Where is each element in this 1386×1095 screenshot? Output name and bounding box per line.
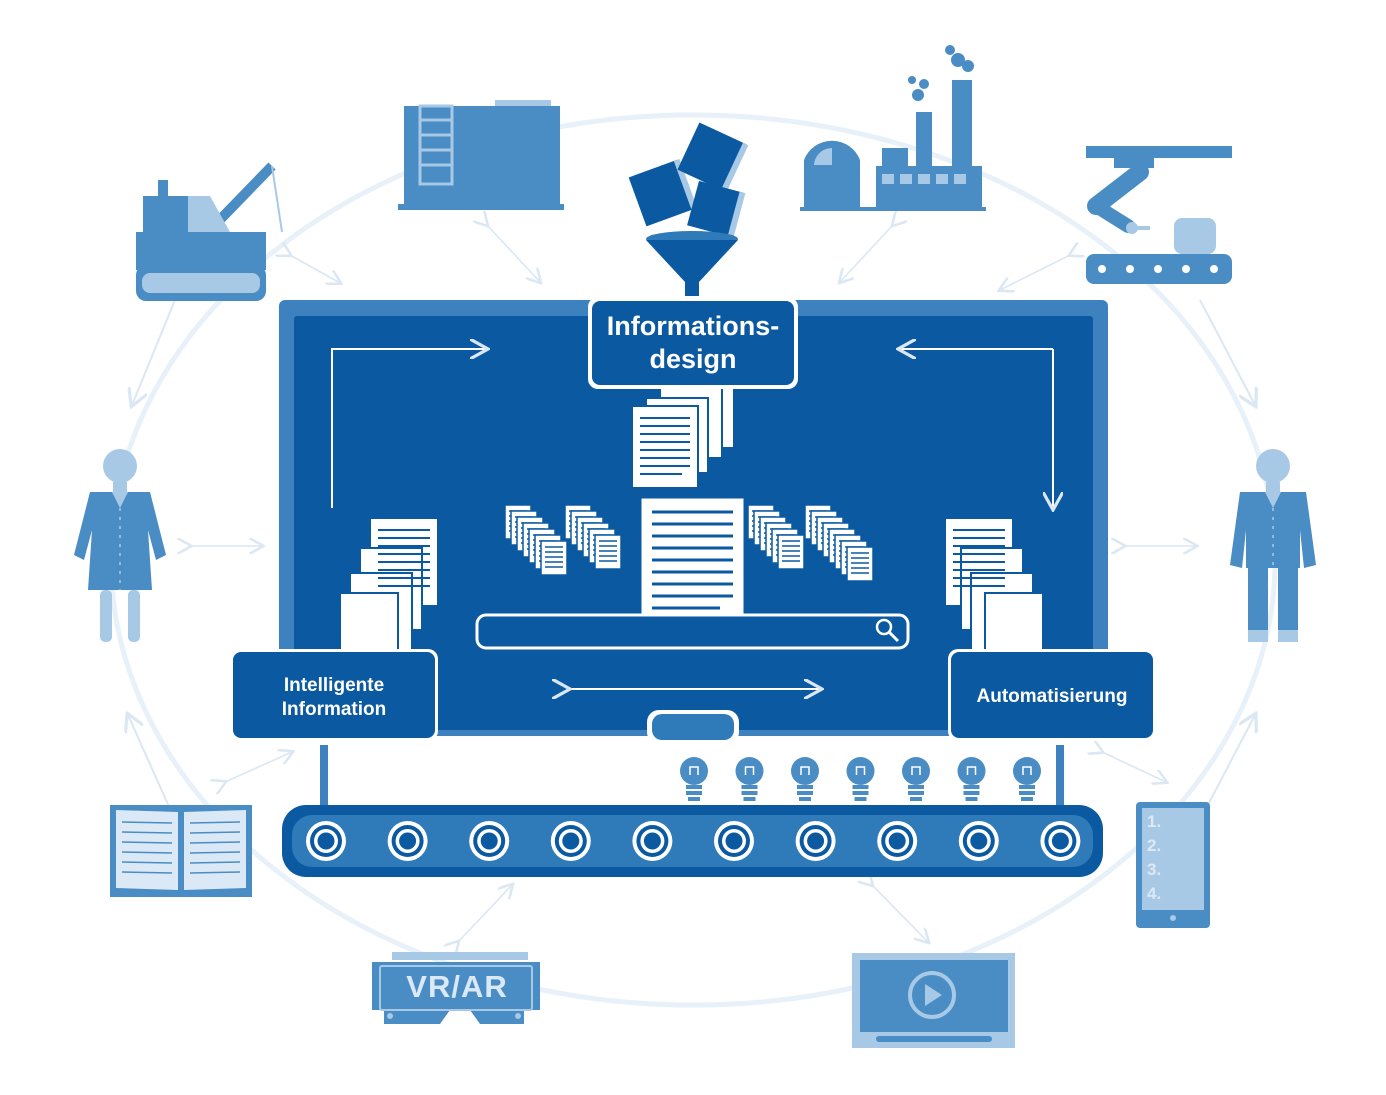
informationsdesign-line1: Informations- — [606, 311, 780, 341]
man-icon — [1230, 449, 1316, 642]
connector-arrows — [190, 225, 1196, 942]
conveyor-roller — [387, 821, 428, 861]
automatisierung-box — [948, 649, 1156, 741]
informationsdesign-label: Informations- design — [590, 310, 796, 376]
tablet-list-item: 1. — [1147, 812, 1162, 831]
document-stacks — [339, 377, 1044, 664]
documents-funnel-icon — [628, 122, 749, 296]
informationsdesign-box — [588, 297, 798, 389]
tablet-list-item: 3. — [1147, 860, 1162, 879]
intelligente-line1: Intelligente — [283, 675, 385, 696]
lightbulb-icon — [901, 756, 931, 802]
conveyor-roller — [306, 821, 346, 861]
conveyor-roller — [1040, 821, 1081, 861]
conveyor-roller — [795, 821, 836, 861]
vr-headset-icon — [372, 952, 540, 1024]
conveyor-roller — [469, 821, 510, 861]
search-bar — [475, 613, 910, 650]
robot-arm-icon — [1086, 146, 1232, 284]
lightbulb-icon — [845, 756, 876, 802]
automatisierung-label: Automatisierung — [976, 686, 1128, 707]
intelligente-information-label: Intelligente Information — [234, 674, 434, 722]
conveyor-roller — [550, 821, 591, 861]
lightbulb-icon — [734, 756, 765, 802]
woman-icon — [74, 449, 166, 642]
book-icon — [110, 805, 252, 897]
lightbulb-icon — [1012, 756, 1042, 802]
conveyor-roller — [714, 821, 754, 861]
tank-icon — [398, 100, 564, 210]
conveyor-roller — [958, 821, 999, 861]
tablet-list-item: 2. — [1147, 836, 1162, 855]
lightbulb-icon — [956, 756, 987, 802]
search-icon — [875, 618, 900, 643]
tablet-icon — [1136, 802, 1210, 928]
tablet-list-item: 4. — [1147, 884, 1162, 903]
intelligente-line2: Information — [281, 699, 387, 720]
conveyor-roller — [877, 821, 918, 861]
crane-icon — [136, 162, 283, 301]
factory-icon — [800, 45, 986, 211]
vr-ar-label: VR/AR — [406, 969, 508, 1004]
intelligente-information-box — [230, 649, 438, 741]
conveyor-roller — [632, 821, 673, 861]
informationsdesign-line2: design — [649, 344, 737, 374]
conveyor-belt-icon — [282, 745, 1103, 877]
video-player-icon — [852, 953, 1015, 1048]
lightbulb-row — [679, 756, 1042, 802]
flow-arrows — [331, 349, 1053, 689]
lightbulb-icon — [679, 756, 709, 802]
lightbulb-icon — [790, 756, 820, 802]
